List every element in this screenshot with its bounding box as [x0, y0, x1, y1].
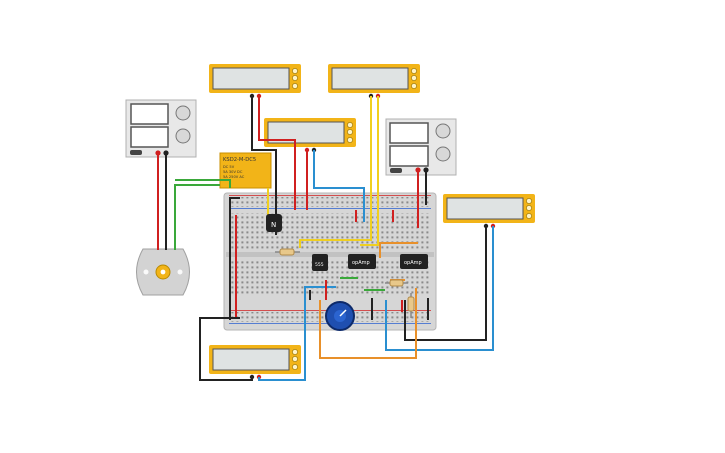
- relay-part-label: KSD2-M-DC5: [223, 157, 256, 163]
- opamp-chip-2[interactable]: opAmp: [400, 254, 428, 269]
- wires[interactable]: [157, 96, 494, 381]
- wire-black: [199, 317, 253, 381]
- wire-blue: [258, 286, 336, 381]
- relay-spec-line-1: DC 5V: [223, 165, 235, 169]
- multimeter-bottom[interactable]: [209, 345, 301, 380]
- wire-green: [174, 184, 220, 250]
- opamp-chip-1[interactable]: opAmp: [348, 254, 376, 269]
- wire-blue: [313, 150, 365, 222]
- multimeter-top-right[interactable]: [328, 64, 420, 99]
- opamp-2-label: opAmp: [404, 260, 422, 266]
- timer-555-chip[interactable]: 555: [312, 254, 328, 271]
- opamp-1-label: opAmp: [352, 260, 370, 266]
- wire-yellow: [360, 96, 379, 246]
- relay[interactable]: KSD2-M-DC5 DC 5V 5A 30V DC 5A 250V AC: [219, 152, 272, 189]
- dc-motor[interactable]: [136, 248, 190, 296]
- wire-green: [175, 179, 231, 188]
- multimeter-middle[interactable]: [264, 118, 356, 153]
- wire-blue: [385, 226, 494, 351]
- relay-spec-line-3: 5A 250V AC: [223, 175, 245, 179]
- transistor-label: N: [271, 221, 276, 229]
- wire-red: [258, 96, 296, 210]
- wire-black: [404, 226, 487, 341]
- multimeter-top-left[interactable]: [209, 64, 301, 99]
- potentiometer[interactable]: [325, 301, 355, 331]
- resistor[interactable]: [275, 248, 300, 256]
- power-supply-right[interactable]: [385, 118, 457, 176]
- wire-black: [251, 96, 277, 235]
- resistor[interactable]: [407, 293, 415, 318]
- power-supply-left[interactable]: [125, 99, 197, 158]
- resistor[interactable]: [385, 279, 408, 287]
- wire-yellow: [299, 96, 372, 248]
- transistor[interactable]: N: [266, 214, 282, 232]
- wire-orange: [379, 242, 418, 258]
- wire-orange: [319, 288, 417, 359]
- relay-spec-line-2: 5A 30V DC: [223, 170, 243, 174]
- wire-black: [229, 197, 240, 320]
- timer-555-label: 555: [315, 262, 324, 268]
- multimeter-right[interactable]: [443, 194, 535, 229]
